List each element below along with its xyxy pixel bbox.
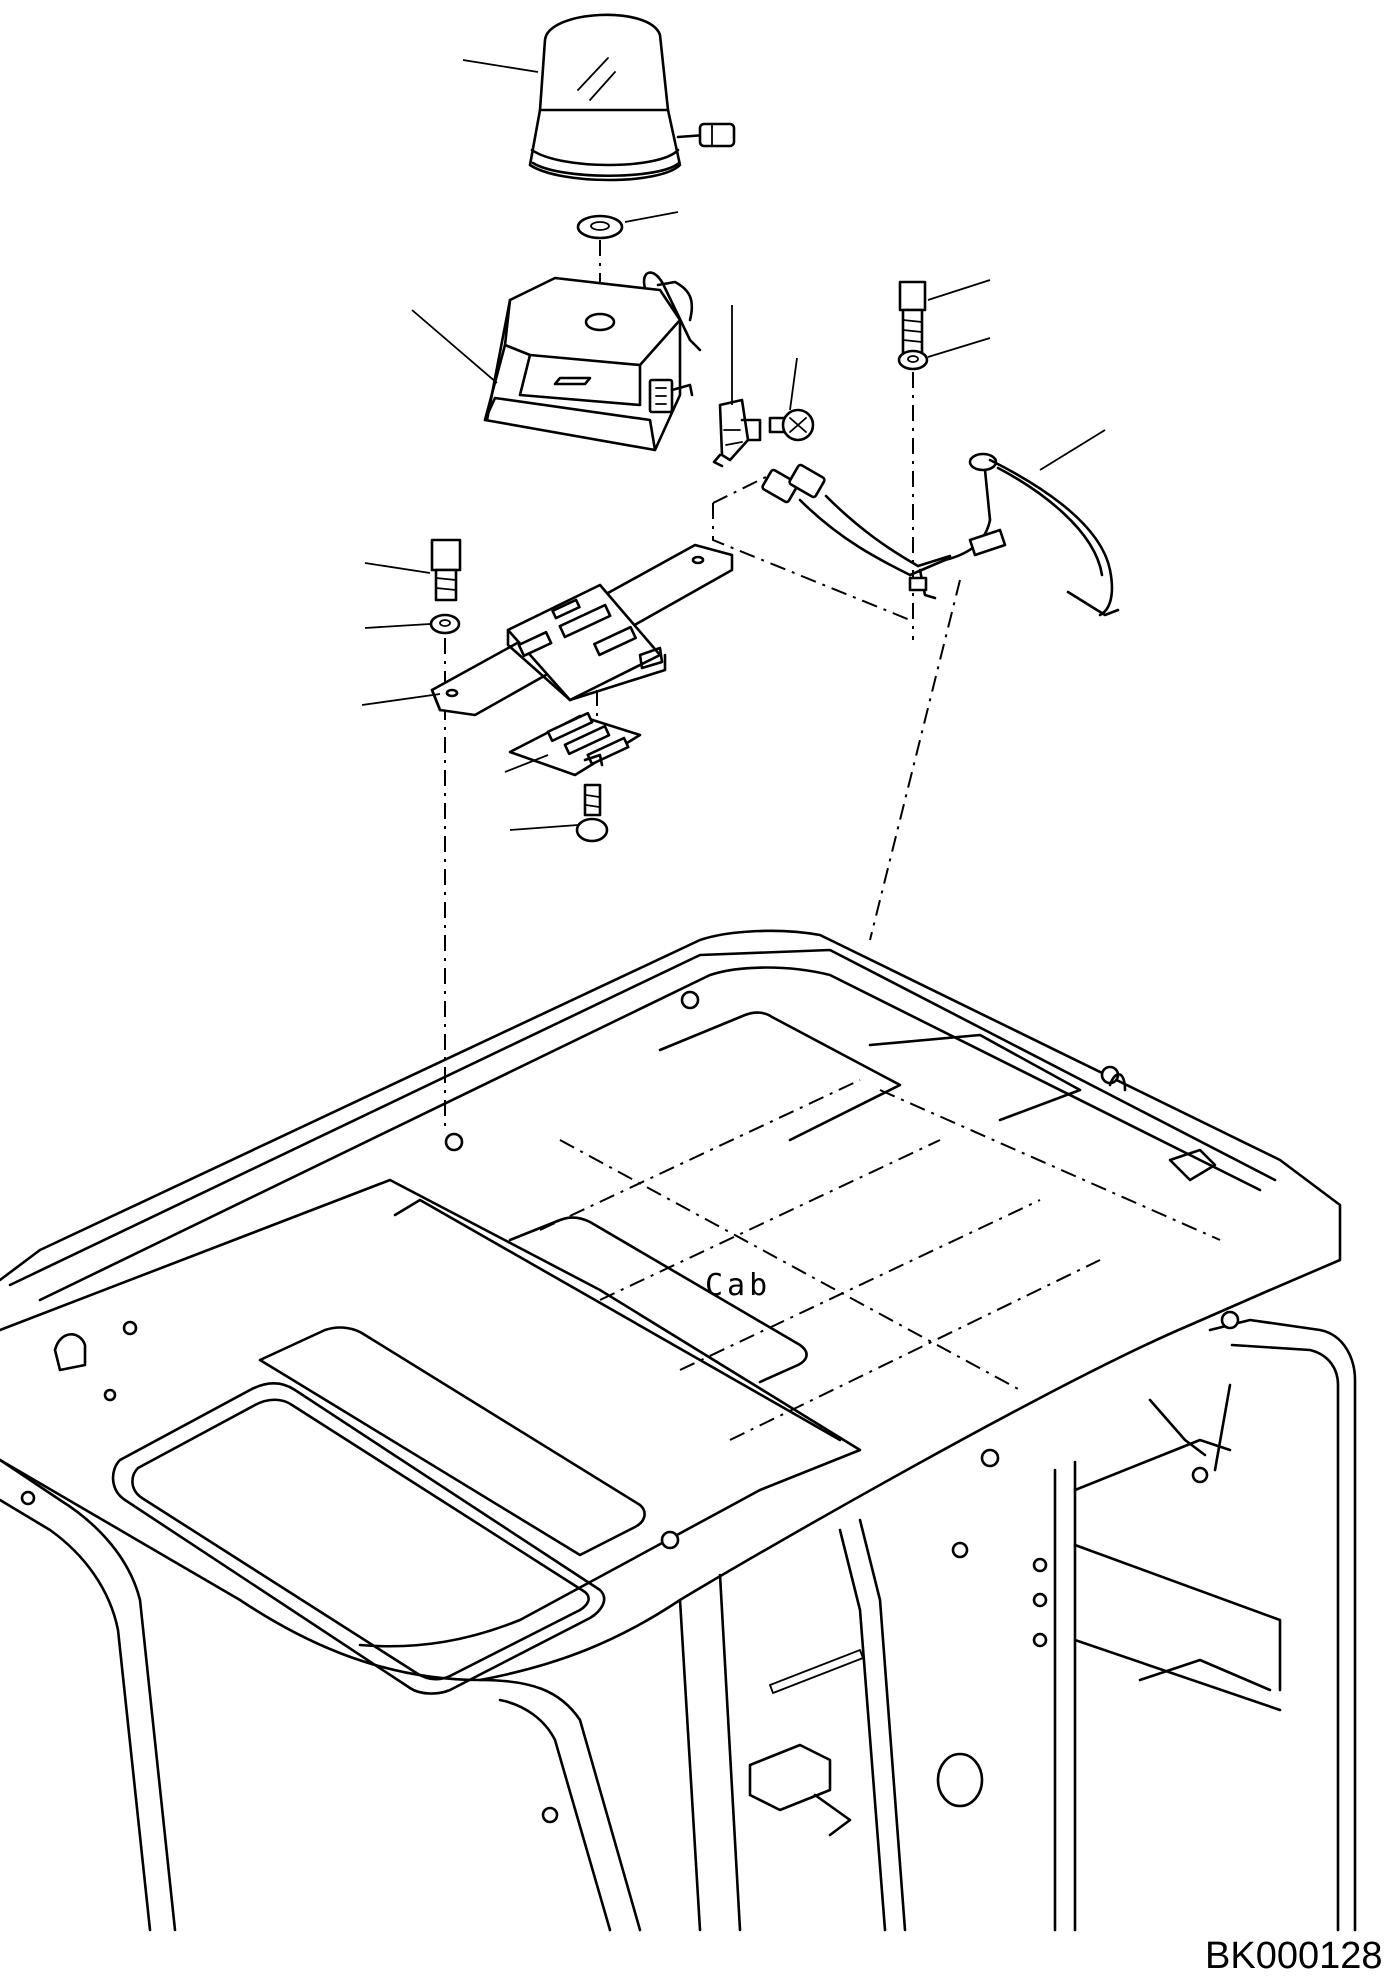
cab-label: Cab [705, 1268, 771, 1303]
lamp-bracket [483, 271, 702, 452]
figure-code: BK000128 [1205, 1935, 1383, 1977]
washer-top [576, 214, 624, 240]
leader-line-connector-plate [504, 754, 549, 773]
leader-line-washer-top [624, 211, 679, 223]
wiring-harness [761, 452, 1120, 617]
washer-left [429, 613, 461, 635]
leader-line-plate [361, 693, 441, 706]
washer-right [897, 349, 929, 371]
leader-line-beacon [462, 59, 539, 73]
screw-bottom [575, 783, 609, 843]
bolt-right [898, 280, 927, 357]
leader-line-washer-right [927, 337, 991, 358]
leader-line-bolt-right [927, 279, 991, 301]
mounting-plate [430, 543, 734, 717]
leader-line-harness [1039, 429, 1106, 471]
cab-roof [0, 929, 1357, 1932]
switch-component [712, 398, 762, 468]
connector-plate [508, 711, 642, 777]
leader-line-washer-left [364, 623, 431, 629]
leader-line-screw-small [789, 357, 798, 411]
bolt-left [430, 538, 462, 602]
rotating-beacon-lamp [528, 13, 736, 182]
leader-line-screw-bottom [509, 824, 579, 831]
guide-lines-harness [712, 474, 961, 941]
screw-small [768, 408, 815, 442]
leader-line-bolt-left [364, 562, 431, 574]
leader-line-bracket [411, 309, 498, 384]
